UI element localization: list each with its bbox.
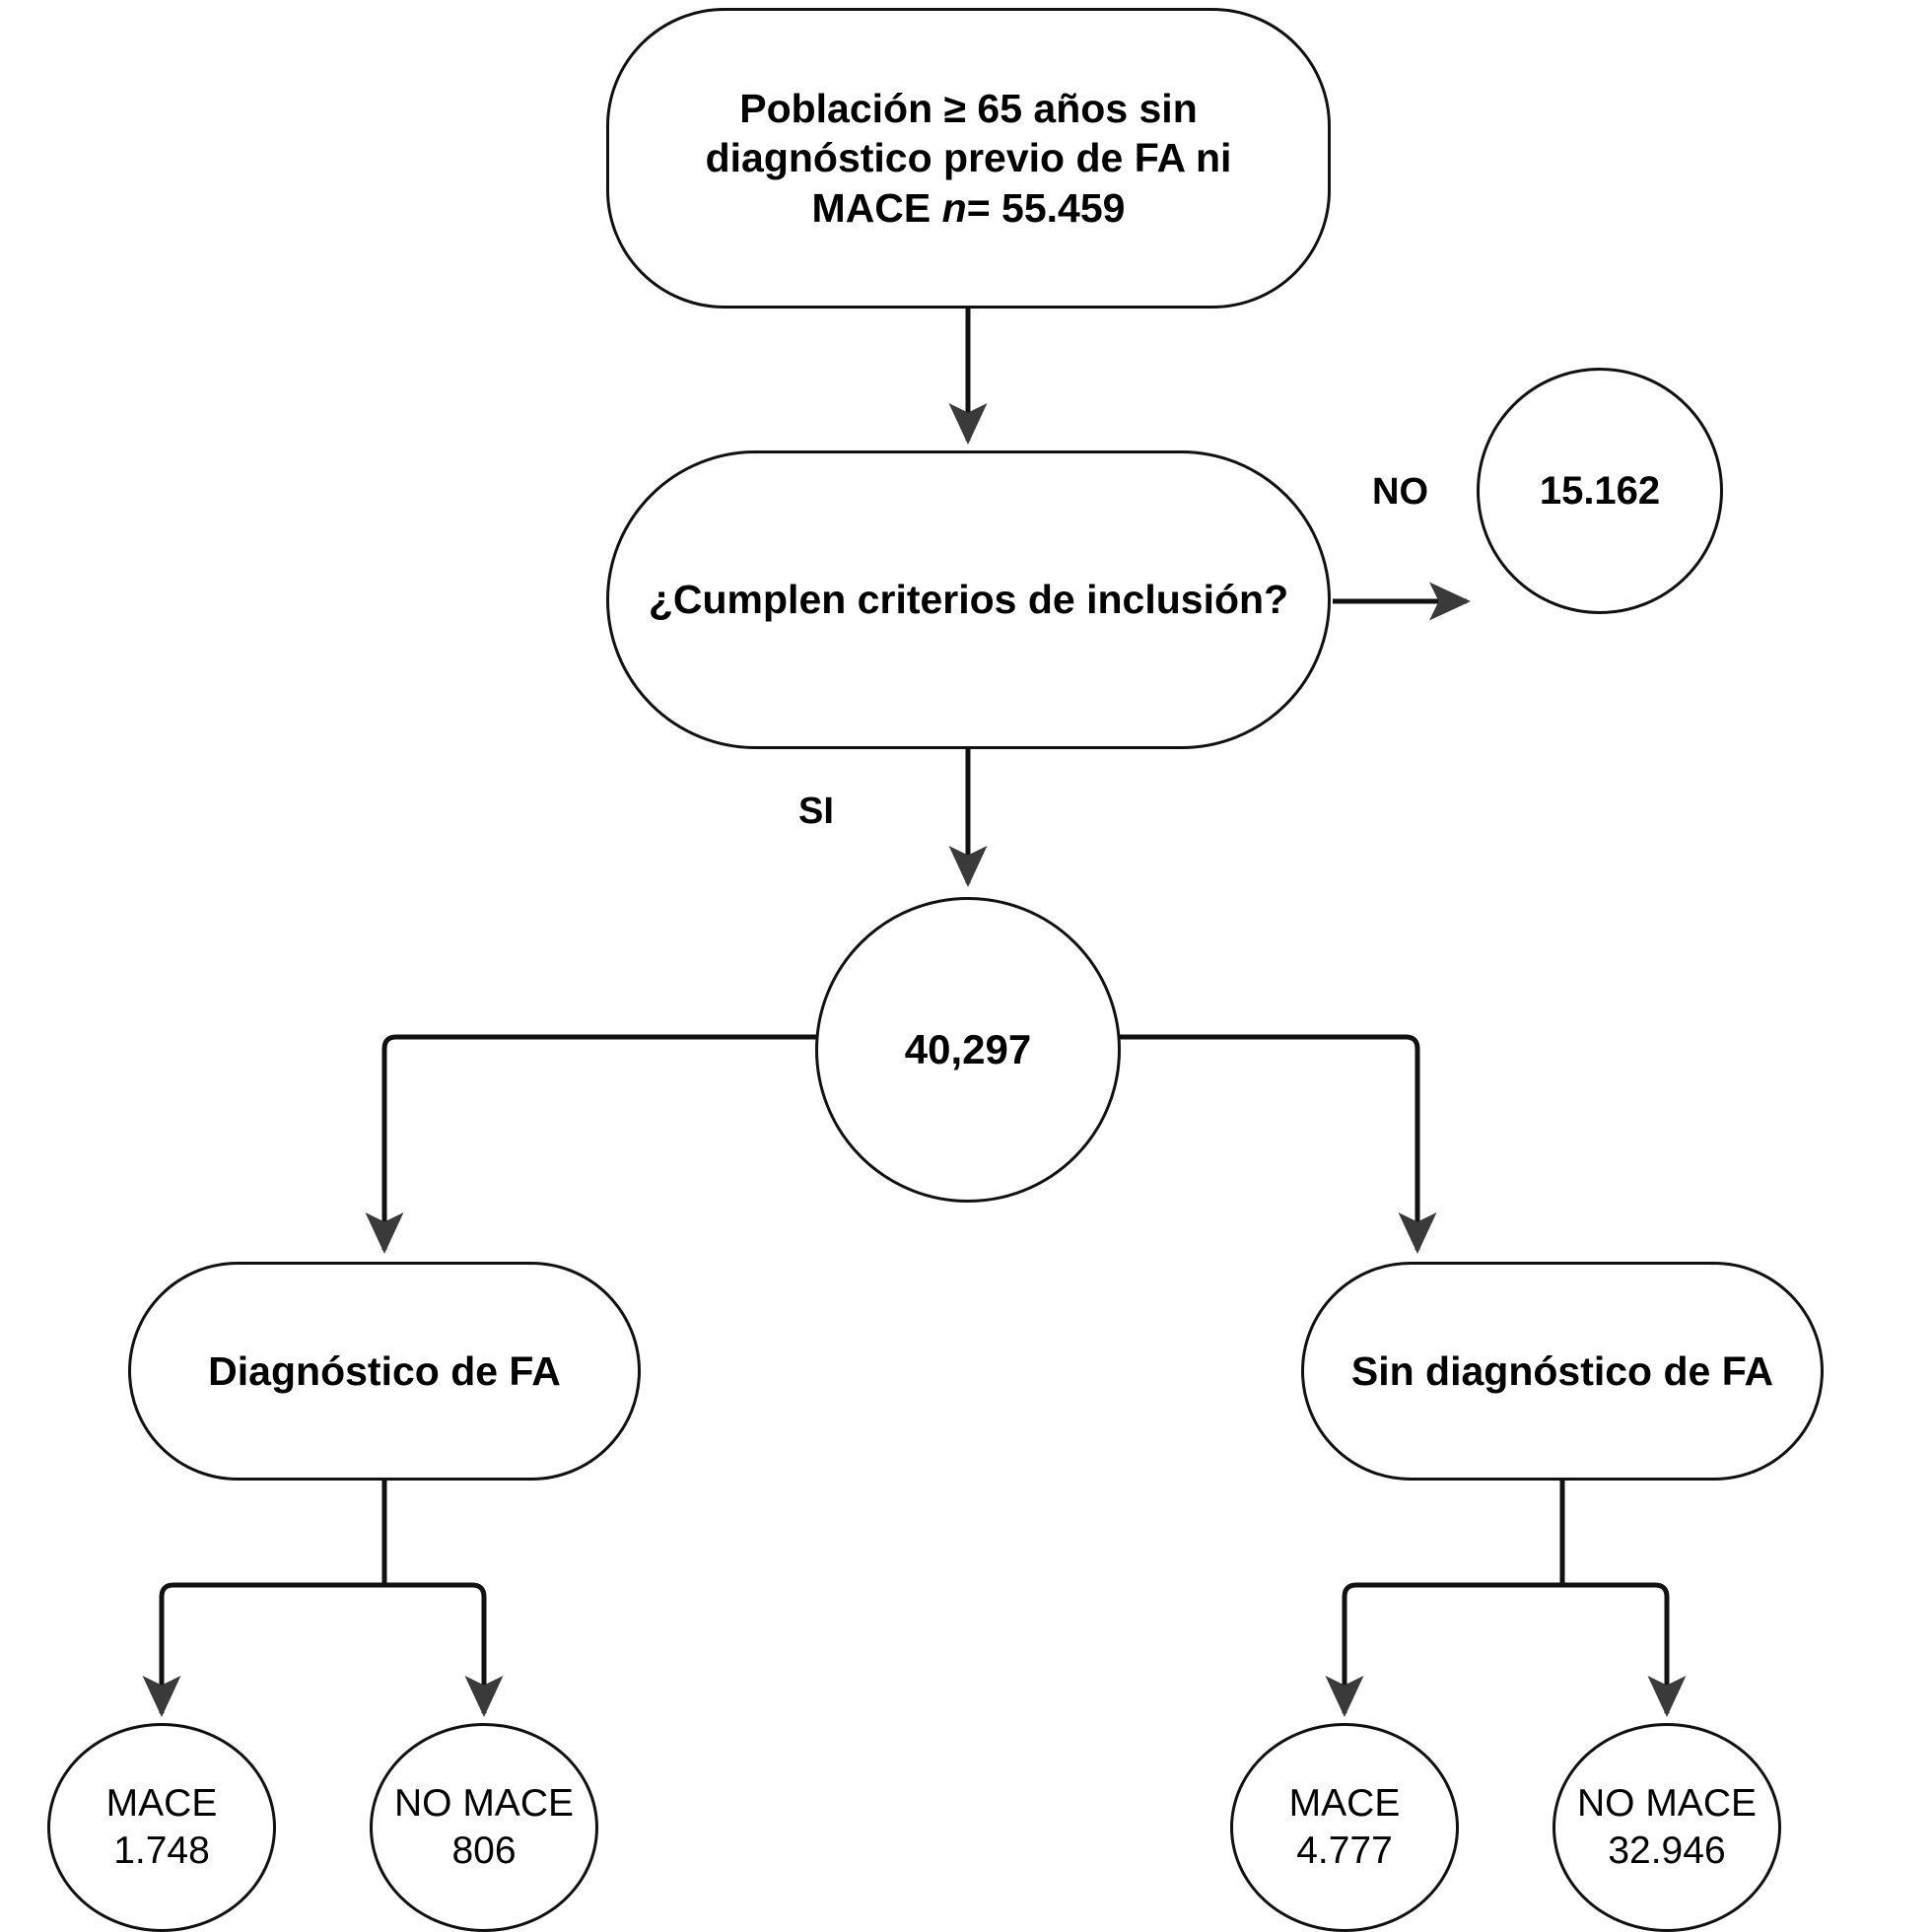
edge-af-yes-to-af-nomace xyxy=(384,1582,504,1718)
edge-included-to-af-yes xyxy=(365,1034,836,1255)
node-included-label: 40,297 xyxy=(904,1026,1032,1073)
node-no-af-diagnosis-label: Sin diagnóstico de FA xyxy=(1350,1347,1774,1394)
node-population-line1: Población ≥ 65 años sin xyxy=(739,86,1198,132)
node-population-line3-italic: n xyxy=(941,184,967,231)
node-population-line3-suffix: = 55.459 xyxy=(966,184,1126,231)
node-af-no-mace[interactable]: NO MACE 806 xyxy=(370,1723,598,1932)
edge-label-si: SI xyxy=(798,791,834,832)
node-af-diagnosis-label: Diagnóstico de FA xyxy=(208,1347,561,1394)
edge-af-no-to-noaf-mace xyxy=(1325,1582,1562,1718)
node-population-line3-prefix: MACE xyxy=(811,184,942,231)
node-no-af-no-mace-label: NO MACE 32.946 xyxy=(1576,1782,1757,1872)
node-excluded-count[interactable]: 15.162 xyxy=(1477,368,1723,614)
edge-af-no-to-noaf-nomace xyxy=(1562,1582,1687,1718)
edge-included-to-af-no xyxy=(1102,1034,1437,1255)
node-af-diagnosis[interactable]: Diagnóstico de FA xyxy=(128,1262,641,1481)
edge-label-no: NO xyxy=(1372,471,1428,513)
node-af-mace-label: MACE 1.748 xyxy=(105,1782,218,1872)
node-af-mace[interactable]: MACE 1.748 xyxy=(47,1723,276,1932)
node-decision-label: ¿Cumplen criterios de inclusión? xyxy=(648,577,1289,623)
node-excluded-label: 15.162 xyxy=(1539,468,1661,513)
node-no-af-diagnosis[interactable]: Sin diagnóstico de FA xyxy=(1301,1262,1824,1481)
node-included-count[interactable]: 40,297 xyxy=(815,897,1121,1203)
edge-af-yes-to-af-mace xyxy=(142,1582,384,1718)
node-no-af-no-mace[interactable]: NO MACE 32.946 xyxy=(1552,1723,1781,1932)
node-no-af-mace[interactable]: MACE 4.777 xyxy=(1230,1723,1459,1932)
node-no-af-mace-label: MACE 4.777 xyxy=(1288,1782,1401,1872)
node-population-line2: diagnóstico previo de FA ni xyxy=(705,135,1232,181)
node-af-no-mace-label: NO MACE 806 xyxy=(393,1782,574,1872)
node-inclusion-criteria-decision[interactable]: ¿Cumplen criterios de inclusión? xyxy=(606,450,1331,749)
